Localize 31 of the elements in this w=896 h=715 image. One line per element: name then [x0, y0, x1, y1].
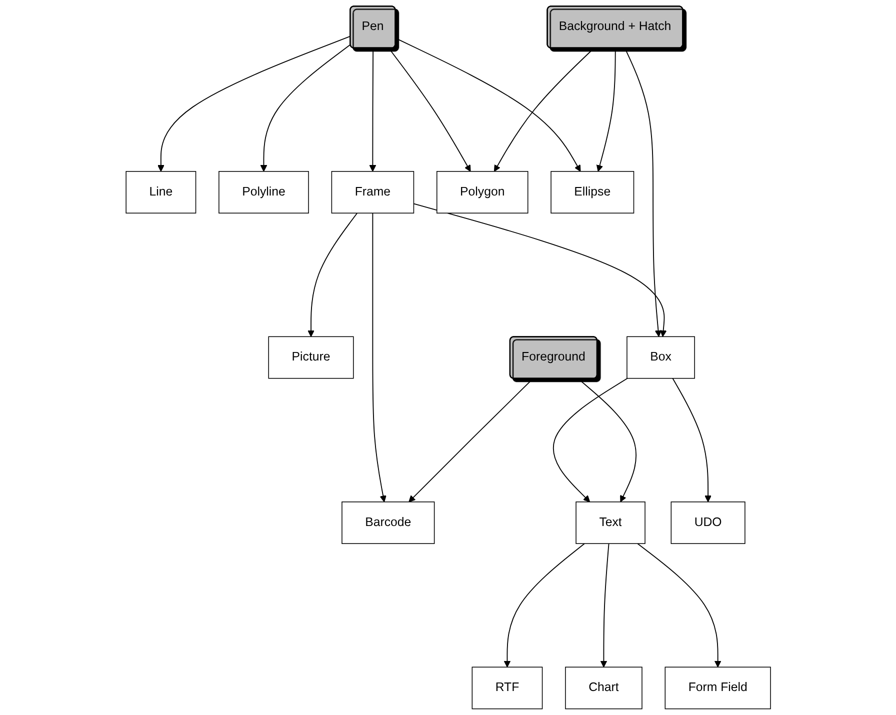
arrow [600, 543, 609, 668]
arrow [307, 212, 358, 337]
node-box: Polyline [218, 171, 309, 214]
node-box: Line [125, 171, 196, 214]
node-box: Box [626, 336, 695, 379]
arrow [260, 44, 351, 172]
node-box: Chart [564, 666, 642, 710]
node-box: Ellipse [550, 171, 634, 214]
node-box: Polygon [436, 171, 528, 214]
arrow [412, 203, 666, 337]
node-box: Form Field [664, 666, 771, 710]
arrow [504, 543, 585, 668]
node-box: Barcode [341, 502, 434, 544]
node-box: Picture [268, 336, 354, 379]
arrow [624, 48, 662, 337]
arrow [157, 36, 351, 172]
arrow [372, 212, 386, 502]
arrow [388, 48, 470, 172]
arrow [596, 48, 616, 172]
arrow [394, 38, 580, 172]
arrow [636, 543, 721, 668]
arrow [408, 378, 534, 502]
arrow [577, 378, 636, 502]
node-box: Frame [331, 171, 414, 214]
node-box: RTF [471, 666, 542, 710]
arrow [552, 378, 628, 502]
arrow [494, 48, 594, 172]
arrow [672, 378, 712, 502]
arrow [369, 48, 376, 172]
node-box: Text [575, 502, 646, 544]
node-box: UDO [670, 502, 746, 544]
